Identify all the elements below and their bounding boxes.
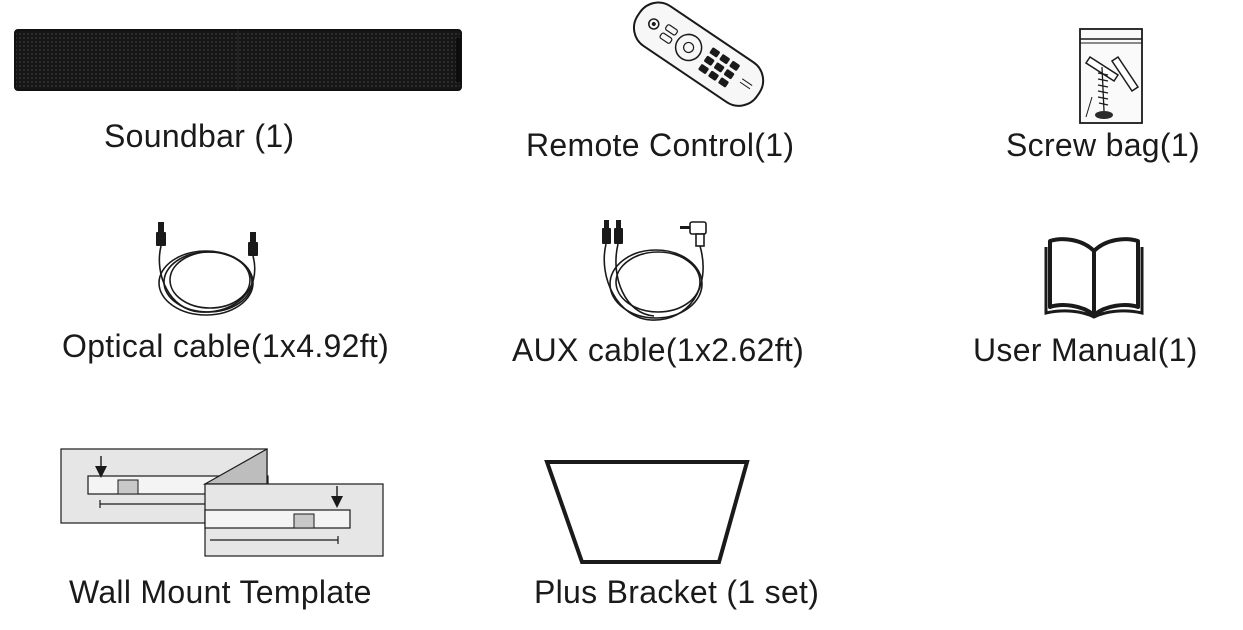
aux-cable-label: AUX cable(1x2.62ft) [512,332,805,368]
plus-bracket-icon [544,460,750,564]
user-manual-label: User Manual(1) [973,332,1198,368]
remote-control-icon [632,1,765,107]
remote-control-label: Remote Control(1) [526,127,795,163]
optical-cable-icon [156,222,258,316]
aux-cable-icon [602,220,707,321]
soundbar-icon [14,29,462,91]
screw-bag-icon [1079,28,1143,124]
optical-cable-label: Optical cable(1x4.92ft) [62,328,390,364]
user-manual-icon [1044,237,1144,319]
plus-bracket-label: Plus Bracket (1 set) [534,574,820,610]
wall-mount-template-icon [60,447,384,557]
screw-bag-label: Screw bag(1) [1006,127,1200,163]
soundbar-label: Soundbar (1) [104,118,295,154]
wall-mount-template-label: Wall Mount Template [69,574,372,610]
